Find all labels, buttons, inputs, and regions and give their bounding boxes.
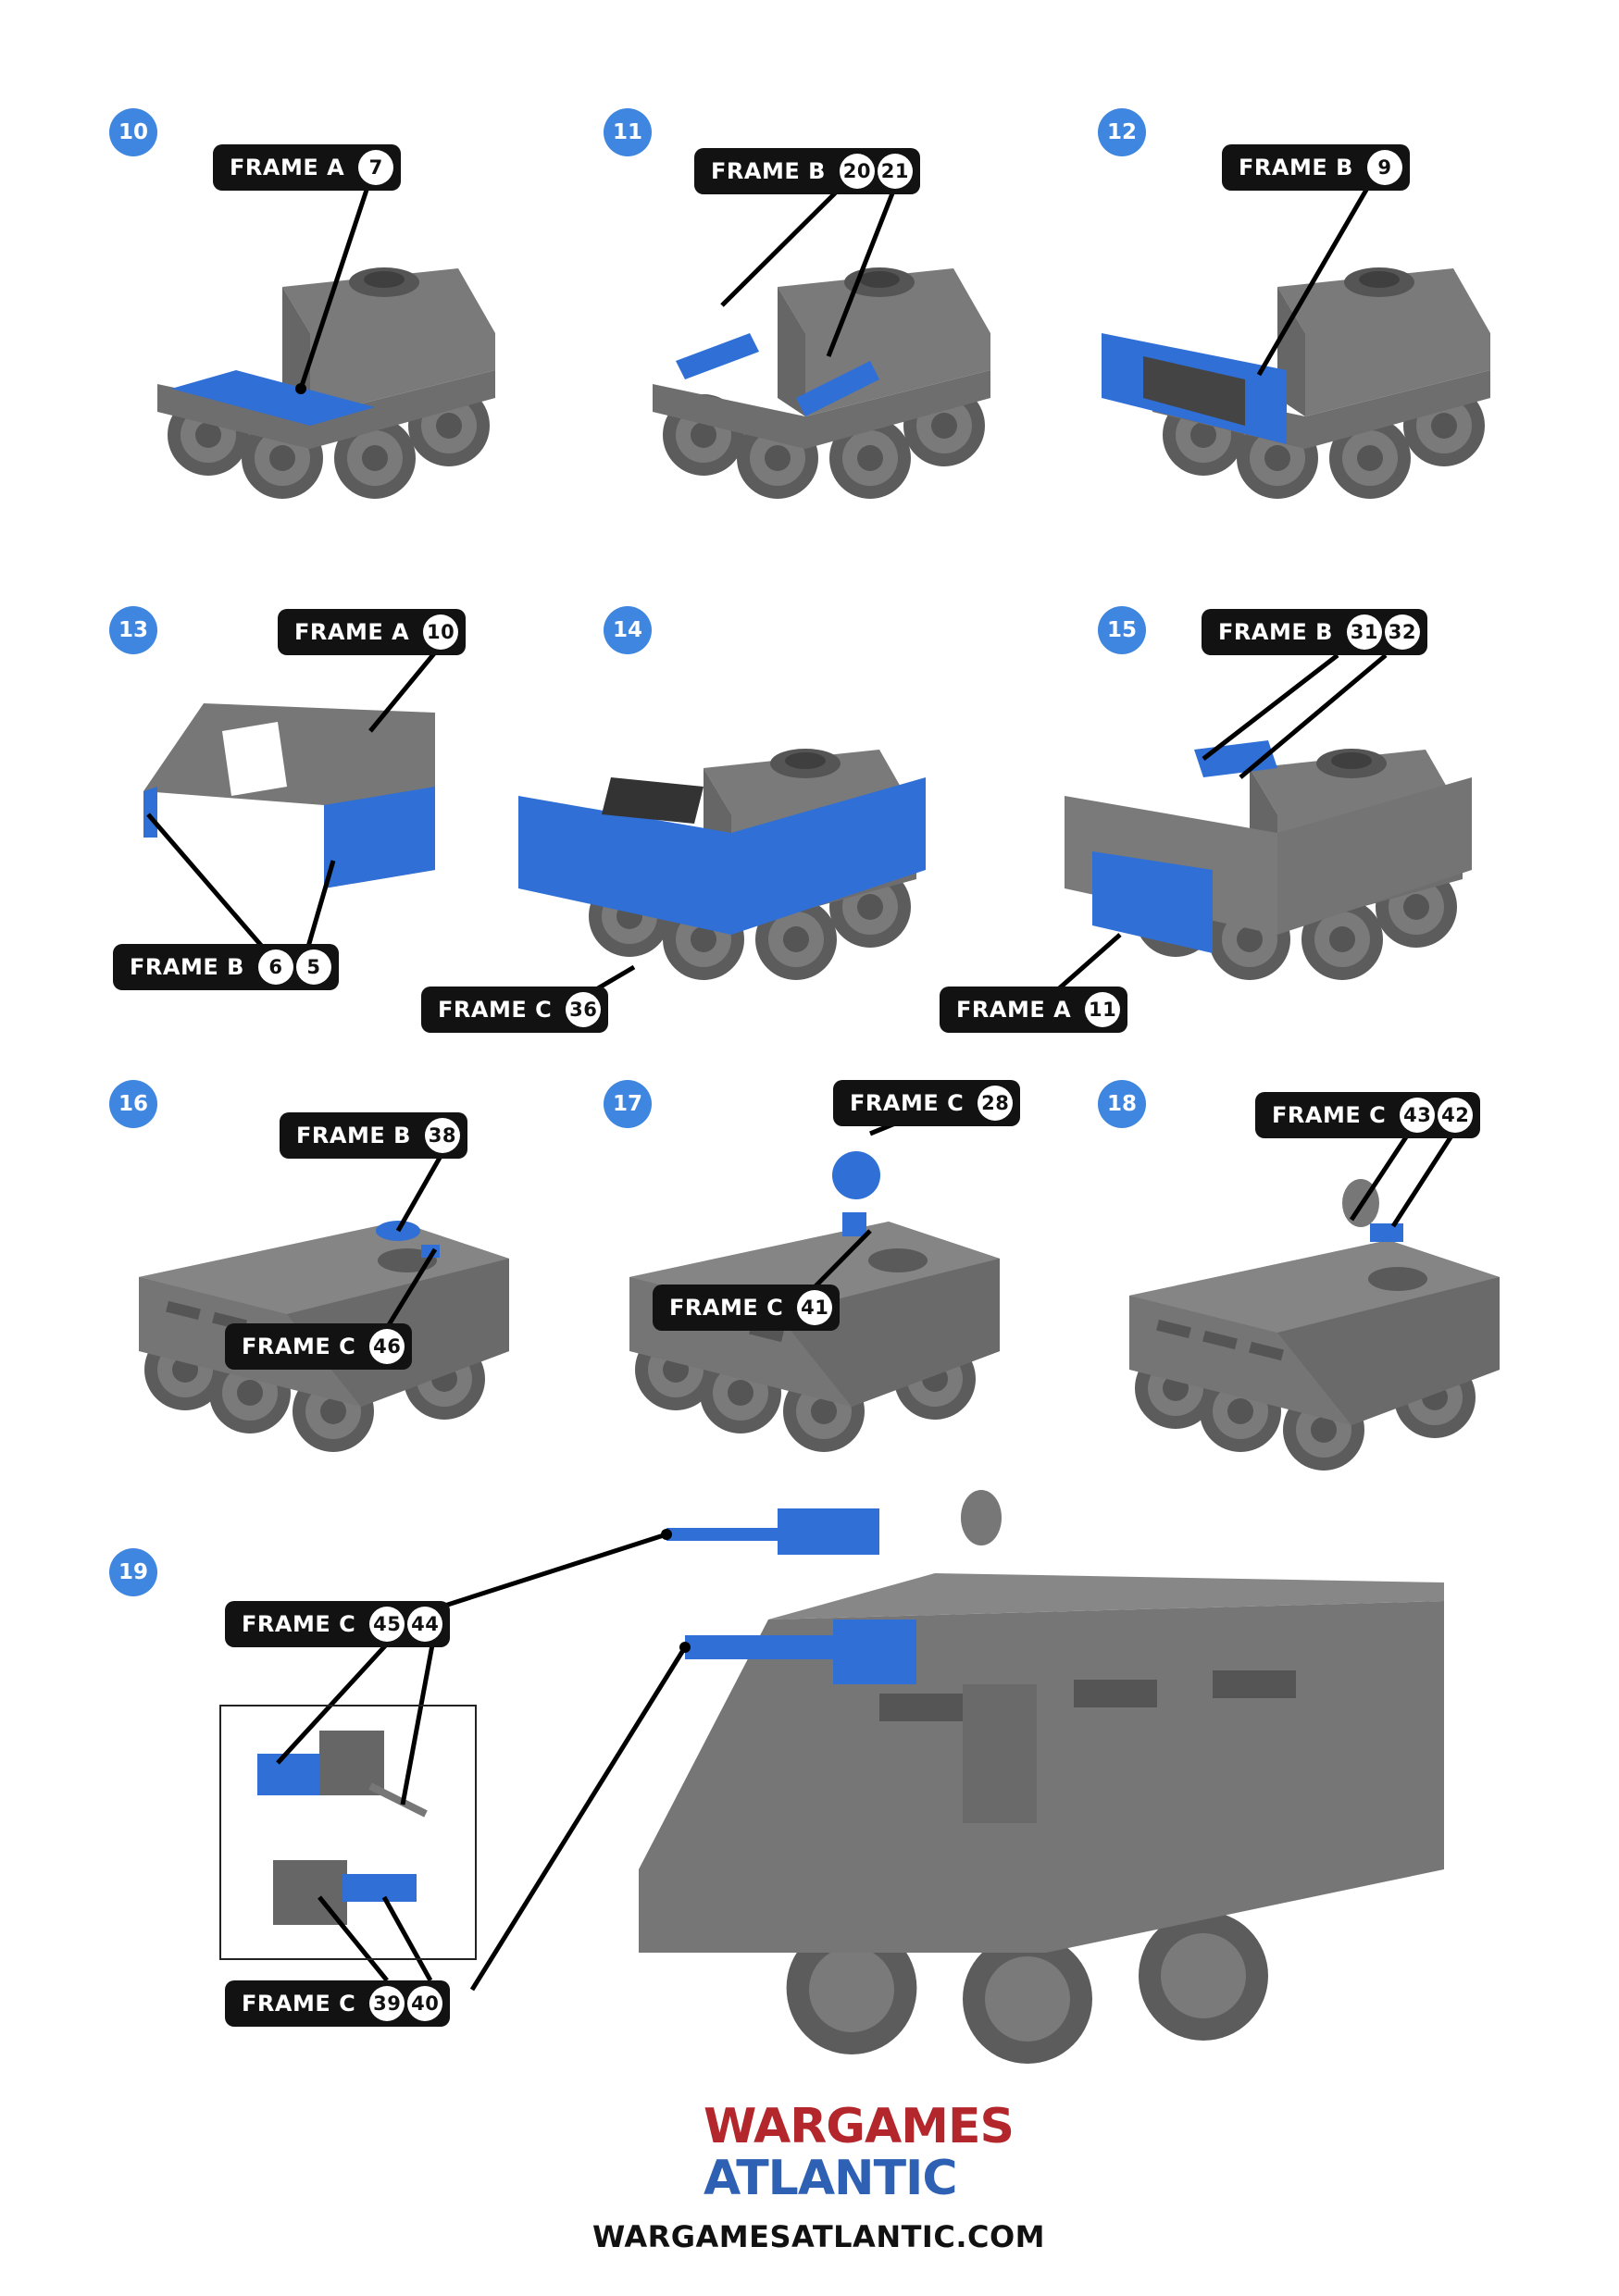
part-number: 44 <box>407 1607 443 1642</box>
part-number: 39 <box>369 1986 405 2021</box>
part-number: 46 <box>369 1329 405 1364</box>
step-10-frame-tag: FRAME A 7 <box>213 144 402 191</box>
frame-label: FRAME C <box>1272 1102 1387 1128</box>
logo-line-2: ATLANTIC <box>704 2151 958 2206</box>
part-number: 20 <box>839 154 875 189</box>
part-number: 31 <box>1346 614 1382 650</box>
part-number: 7 <box>358 150 394 185</box>
step-18-model <box>1129 1179 1500 1471</box>
frame-label: FRAME C <box>242 1991 356 2017</box>
step-13-badge: 13 <box>109 606 157 654</box>
frame-label: FRAME B <box>130 954 244 980</box>
part-number: 36 <box>566 992 602 1027</box>
part-number: 40 <box>407 1986 443 2021</box>
step-10-model <box>157 267 495 499</box>
wargames-atlantic-logo: WARGAMES ATLANTIC <box>704 2099 1015 2206</box>
frame-label: FRAME B <box>1218 619 1333 645</box>
frame-label: FRAME A <box>956 997 1072 1023</box>
part-number: 43 <box>1400 1098 1436 1133</box>
step-12-model <box>1102 267 1490 499</box>
part-number: 21 <box>877 154 913 189</box>
step-13-frame-tag-a: FRAME A 10 <box>278 609 467 655</box>
step-17-model <box>629 1151 1000 1452</box>
part-number: 5 <box>295 949 331 985</box>
step-16-badge: 16 <box>109 1080 157 1128</box>
step-15-model <box>1065 740 1472 980</box>
step-13-model <box>143 703 435 888</box>
step-15-frame-tag-b: FRAME B 31 32 <box>1202 609 1427 655</box>
part-number: 38 <box>424 1118 460 1153</box>
part-number: 45 <box>369 1607 405 1642</box>
step-19-model <box>639 1490 1444 2064</box>
step-14-frame-tag: FRAME C 36 <box>421 987 609 1033</box>
step-10-badge: 10 <box>109 108 157 156</box>
step-17-frame-tag-top: FRAME C 28 <box>833 1080 1021 1126</box>
frame-label: FRAME B <box>711 158 826 184</box>
step-17-frame-tag-bottom: FRAME C 41 <box>653 1285 841 1331</box>
part-number: 28 <box>978 1086 1014 1121</box>
frame-label: FRAME C <box>669 1295 784 1321</box>
frame-label: FRAME A <box>230 155 345 180</box>
part-number: 32 <box>1384 614 1420 650</box>
step-18-frame-tag: FRAME C 43 42 <box>1255 1092 1481 1138</box>
step-16-frame-tag-b: FRAME B 38 <box>280 1112 467 1159</box>
step-12-badge: 12 <box>1098 108 1146 156</box>
part-number: 42 <box>1438 1098 1474 1133</box>
part-number: 9 <box>1366 150 1402 185</box>
step-19-part-weapon <box>666 1508 879 1555</box>
step-19-frame-tag-top: FRAME C 45 44 <box>225 1601 451 1647</box>
frame-label: FRAME C <box>438 997 553 1023</box>
part-number: 41 <box>797 1290 833 1325</box>
frame-label: FRAME C <box>242 1334 356 1359</box>
part-number: 6 <box>257 949 293 985</box>
part-number: 11 <box>1085 992 1121 1027</box>
part-number: 10 <box>423 614 459 650</box>
frame-label: FRAME B <box>296 1123 411 1148</box>
step-13-frame-tag-b: FRAME B 6 5 <box>113 944 339 990</box>
step-11-model <box>653 267 990 499</box>
step-18-badge: 18 <box>1098 1080 1146 1128</box>
frame-label: FRAME C <box>850 1090 965 1116</box>
step-19-inset-box <box>219 1705 477 1960</box>
step-12-frame-tag: FRAME B 9 <box>1222 144 1410 191</box>
logo-line-1: WARGAMES <box>704 2099 1015 2154</box>
step-14-model <box>518 749 926 980</box>
step-14-badge: 14 <box>604 606 652 654</box>
frame-label: FRAME B <box>1239 155 1353 180</box>
step-19-frame-tag-bottom: FRAME C 39 40 <box>225 1980 451 2027</box>
step-15-frame-tag-a: FRAME A 11 <box>940 987 1128 1033</box>
step-15-badge: 15 <box>1098 606 1146 654</box>
step-11-badge: 11 <box>604 108 652 156</box>
footer-url: WARGAMESATLANTIC.COM <box>592 2219 1045 2254</box>
step-19-inset-parts <box>257 1731 428 1925</box>
frame-label: FRAME C <box>242 1611 356 1637</box>
step-11-frame-tag: FRAME B 20 21 <box>694 148 920 194</box>
step-16-frame-tag-c: FRAME C 46 <box>225 1323 413 1370</box>
step-19-badge: 19 <box>109 1548 157 1596</box>
step-17-badge: 17 <box>604 1080 652 1128</box>
frame-label: FRAME A <box>294 619 410 645</box>
